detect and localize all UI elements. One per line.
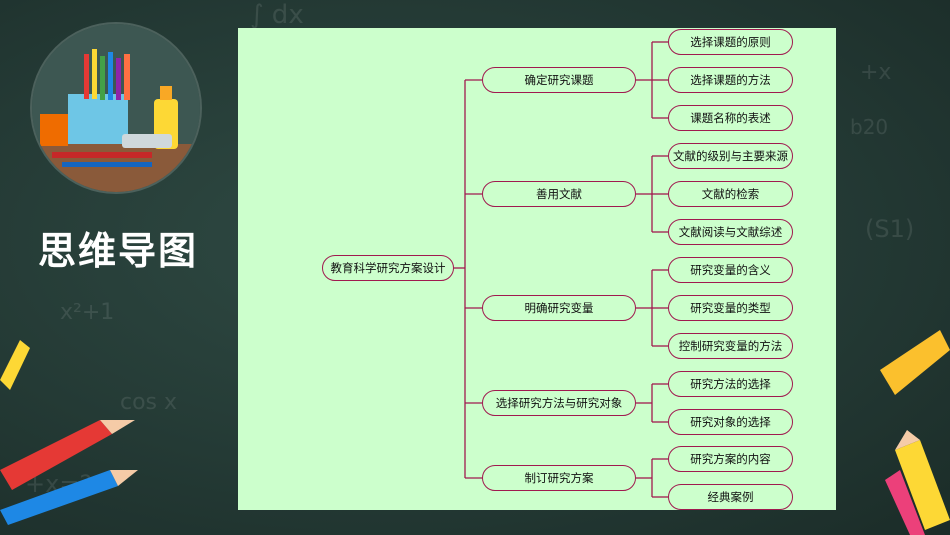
leaf-node[interactable]: 选择课题的方法	[668, 67, 793, 93]
page-title: 思维导图	[38, 229, 199, 273]
leaf-node[interactable]: 文献阅读与文献综述	[668, 219, 793, 245]
chalk-scribble: b20	[850, 115, 889, 139]
mindmap-panel: 教育科学研究方案设计 确定研究课题 选择课题的原则选择课题的方法课题名称的表述善用文…	[238, 28, 836, 510]
leaf-node[interactable]: 选择课题的原则	[668, 29, 793, 55]
branch-node[interactable]: 明确研究变量	[482, 295, 636, 321]
root-node[interactable]: 教育科学研究方案设计	[322, 255, 454, 281]
leaf-node[interactable]: 经典案例	[668, 484, 793, 510]
leaf-node[interactable]: 研究变量的含义	[668, 257, 793, 283]
pencils-left-illustration	[0, 340, 138, 525]
leaf-node[interactable]: 文献的检索	[668, 181, 793, 207]
chalk-scribble: (S1)	[865, 215, 915, 243]
chalk-scribble: +x	[860, 60, 892, 85]
leaf-node[interactable]: 研究方案的内容	[668, 446, 793, 472]
school-supplies-photo	[30, 22, 202, 194]
mindmap-connectors	[454, 41, 668, 498]
leaf-node[interactable]: 文献的级别与主要来源	[668, 143, 793, 169]
leaf-node[interactable]: 控制研究变量的方法	[668, 333, 793, 359]
leaf-node[interactable]: 研究方法的选择	[668, 371, 793, 397]
pencils-right-illustration	[880, 330, 950, 535]
leaf-node[interactable]: 课题名称的表述	[668, 105, 793, 131]
chalk-scribble: x²+1	[60, 300, 115, 325]
branch-node[interactable]: 善用文献	[482, 181, 636, 207]
chalk-scribble: ∫ dx	[250, 0, 304, 30]
branch-node[interactable]: 制订研究方案	[482, 465, 636, 491]
leaf-node[interactable]: 研究对象的选择	[668, 409, 793, 435]
chalk-scribble: cos x	[120, 390, 178, 415]
branch-node[interactable]: 选择研究方法与研究对象	[482, 390, 636, 416]
branch-node[interactable]: 确定研究课题	[482, 67, 636, 93]
leaf-node[interactable]: 研究变量的类型	[668, 295, 793, 321]
